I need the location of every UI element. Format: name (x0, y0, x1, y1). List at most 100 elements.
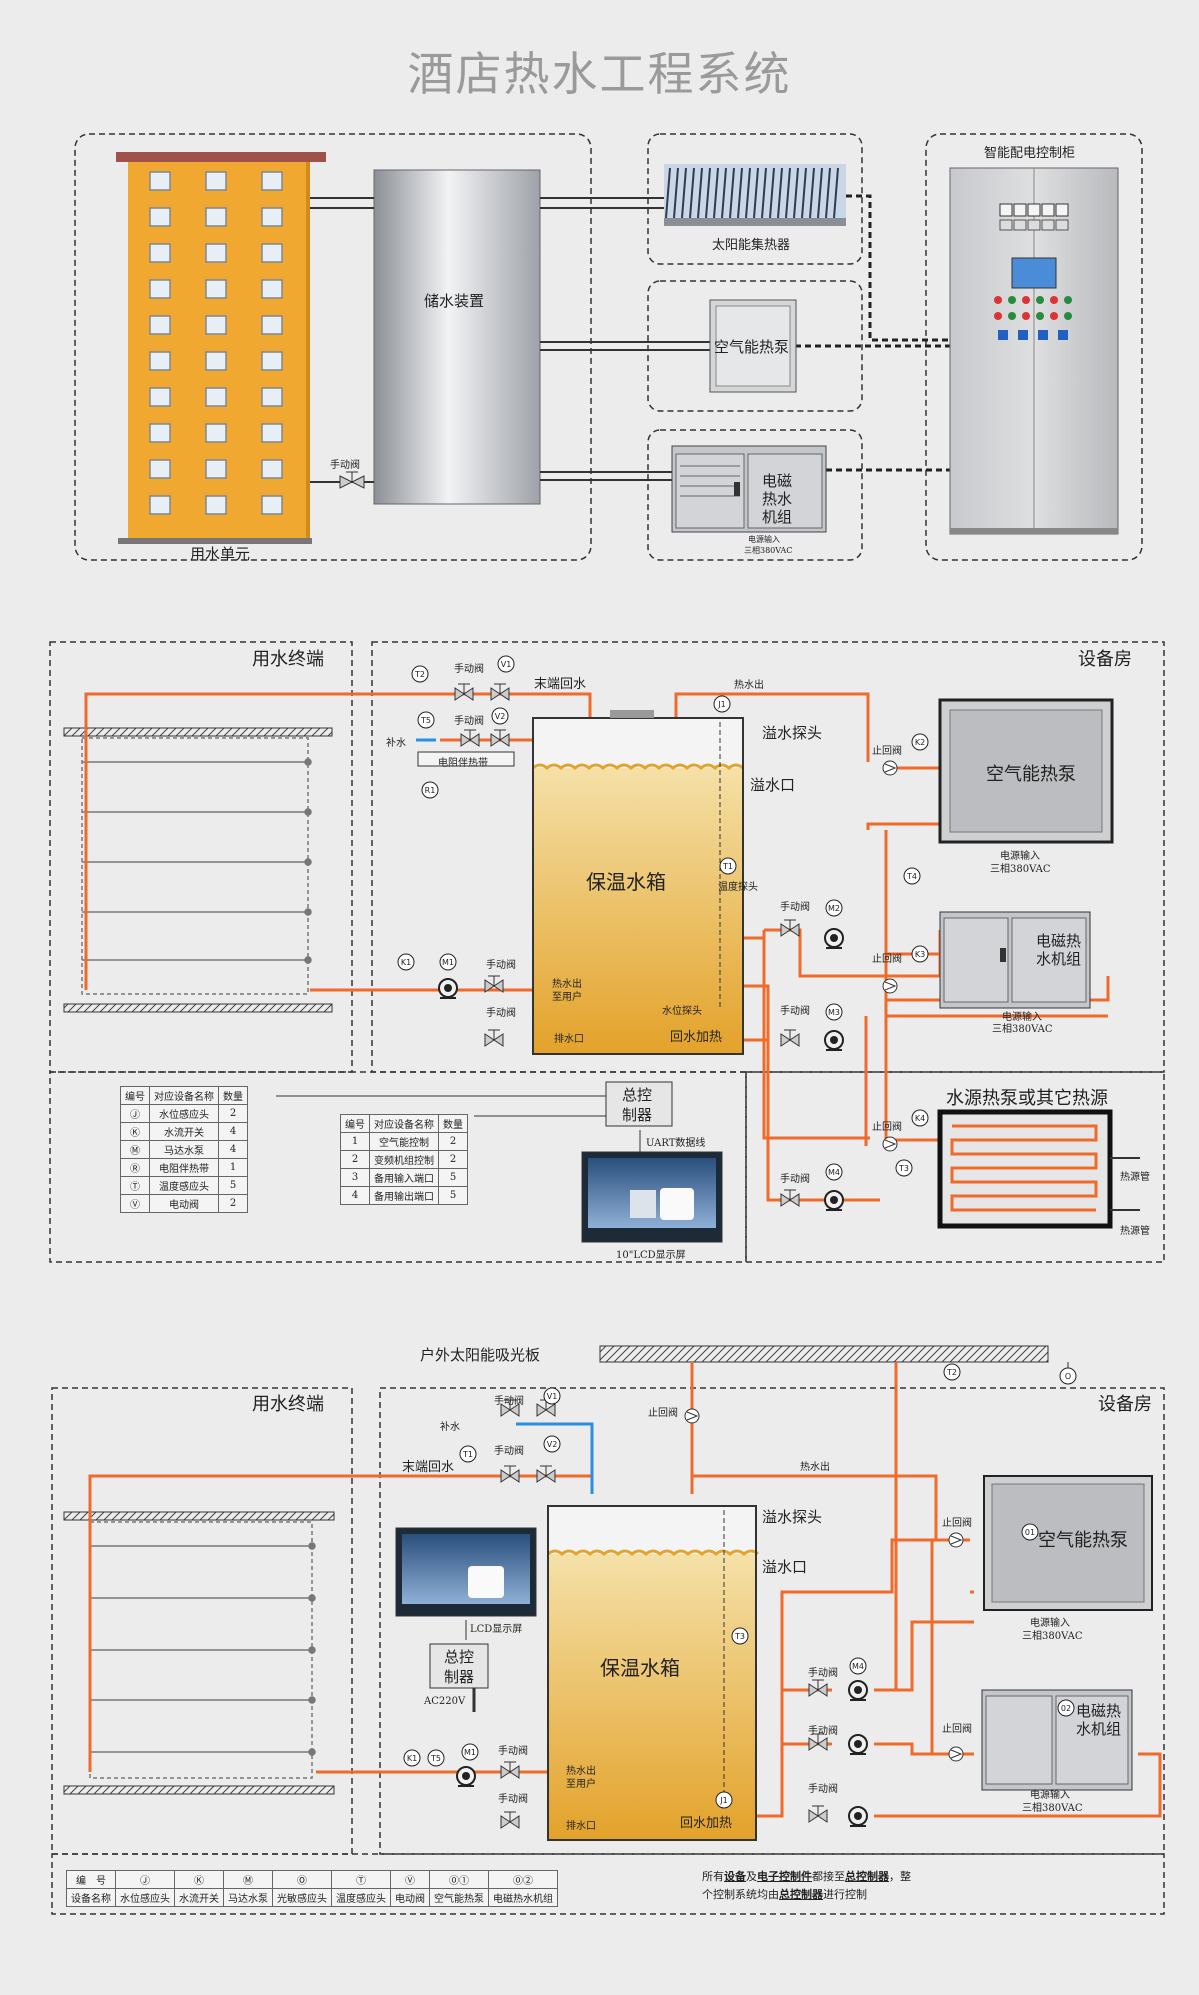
s3-em-unit-1: 电磁热 (1076, 1702, 1122, 1720)
s2-tag-r1-icon (421, 781, 439, 799)
s2-level-probe: 水位探头 (662, 1006, 702, 1017)
s2-tag-v1: V1 (501, 660, 512, 669)
s2-tag-t2-icon (411, 665, 429, 683)
section-3 (51, 1345, 1165, 1915)
s3-tank-label: 保温水箱 (600, 1656, 680, 1680)
s3-tag-m1: M1 (464, 1748, 476, 1757)
s2-makeup: 补水 (386, 738, 406, 749)
s2-tank (532, 710, 744, 1055)
s2-em-unit (939, 911, 1091, 1009)
s2-tag-t1: T1 (722, 862, 733, 871)
s3-tag-k1-icon (403, 1749, 421, 1767)
s2-power-3p-1: 三相380VAC (990, 864, 1051, 875)
s3-tag-t3-icon (731, 1627, 749, 1645)
s2-tag-m1-icon (439, 953, 457, 971)
s3-manual-valve-5: 手动阀 (808, 1668, 838, 1679)
s2-uart: UART数据线 (646, 1138, 706, 1149)
s3-power-in-1: 电源输入 (1030, 1618, 1070, 1629)
s3-lcd-label: LCD显示屏 (470, 1624, 523, 1635)
s1-em-box (647, 429, 863, 561)
building-label: 用水单元 (190, 545, 251, 563)
s3-manual-valve-1: 手动阀 (494, 1396, 524, 1407)
s3-tag-t2-icon (943, 1363, 961, 1381)
s3-tag-v2: V2 (547, 1440, 558, 1449)
s2-tag-t2: T2 (414, 670, 425, 679)
s3-manual-valve-6: 手动阀 (808, 1726, 838, 1737)
s2-tag-m3: M3 (828, 1008, 840, 1017)
s3-tank (547, 1505, 759, 1841)
s2-tag-m4-icon (825, 1163, 843, 1181)
s3-tag-t5-icon (427, 1749, 445, 1767)
s2-heat-band: 电阻伴热带 (438, 758, 488, 769)
s2-overflow-port: 溢水口 (750, 776, 796, 794)
s1-power-in: 电源输入 (748, 535, 780, 544)
s2-check-valve-1: 止回阀 (872, 746, 902, 757)
s2-heat-pipe-2: 热源管 (1120, 1226, 1150, 1237)
s2-tag-m2-icon (825, 899, 843, 917)
s3-terminal-rack (63, 1511, 335, 1795)
em-unit-label-s1: 电磁热水机组 (762, 472, 793, 526)
s3-em-unit-2: 水机组 (1076, 1720, 1122, 1738)
s3-tag-m4-icon (849, 1657, 867, 1675)
s3-hot-out: 热水出 (800, 1462, 830, 1473)
s1-signal-lines (795, 194, 950, 472)
s2-tag-m4: M4 (828, 1168, 840, 1177)
s3-overflow-port: 溢水口 (762, 1558, 808, 1576)
s1-power-3p: 三相380VAC (744, 546, 793, 555)
s2-tag-j1: J1 (717, 700, 725, 709)
s3-em-unit (981, 1689, 1133, 1791)
s2-water-source: 水源热泵或其它热源 (946, 1088, 1108, 1109)
s3-solar-panel: 户外太阳能吸光板 (420, 1346, 541, 1364)
s3-check-valve-1: 止回阀 (648, 1408, 678, 1419)
s3-makeup: 补水 (440, 1422, 460, 1433)
s3-tag-j1: J1 (719, 1796, 727, 1805)
s2-tag-k3-icon (911, 945, 929, 963)
s2-tag-k4-icon (911, 1109, 929, 1127)
s3-return-end: 末端回水 (402, 1460, 455, 1475)
s3-tag-v1: V1 (547, 1392, 558, 1401)
s2-tag-t4: T4 (906, 872, 917, 881)
s2-tag-k1-icon (397, 953, 415, 971)
s3-air-pump-label: 空气能热泵 (1038, 1530, 1128, 1551)
s2-drain: 排水口 (554, 1034, 584, 1045)
page-title: 酒店热水工程系统 (407, 47, 792, 101)
s2-tag-m1: M1 (442, 958, 454, 967)
s3-tag-v2-icon (543, 1435, 561, 1453)
s3-tag-v1-icon (543, 1387, 561, 1405)
s3-power-3p-2: 三相380VAC (1022, 1803, 1083, 1814)
s2-tank-label: 保温水箱 (586, 870, 666, 894)
s2-return-end: 末端回水 (534, 677, 587, 692)
em-unit-s1 (671, 445, 827, 533)
s2-equip-room-title: 设备房 (1078, 649, 1132, 670)
s2-controller-2: 制器 (622, 1106, 653, 1124)
s3-to-user-2: 至用户 (566, 1779, 596, 1790)
s3-controller-1: 总控 (444, 1648, 475, 1666)
s3-power-3p-1: 三相380VAC (1022, 1631, 1083, 1642)
s3-tag-j1-icon (715, 1791, 733, 1809)
air-pump-unit-s1 (709, 299, 797, 393)
s2-tag-m3-icon (825, 1003, 843, 1021)
solar-absorber-panel (599, 1345, 1049, 1363)
s3-tag-m1-icon (461, 1743, 479, 1761)
s3-manual-valve-3: 手动阀 (498, 1746, 528, 1757)
s2-tag-v2-icon (491, 707, 509, 725)
section-1 (74, 133, 1143, 561)
s2-controller (605, 1081, 673, 1127)
s2-manual-valve-2: 手动阀 (454, 716, 484, 727)
s2-manual-valve-4: 手动阀 (486, 1008, 516, 1019)
s3-tag-o1: 01 (1025, 1528, 1035, 1537)
solar-label: 太阳能集热器 (712, 238, 791, 253)
s3-manual-valve-4: 手动阀 (498, 1794, 528, 1805)
s2-heat-pipe-1: 热源管 (1120, 1172, 1150, 1183)
s2-check-valve-3: 止回阀 (872, 1122, 902, 1133)
s3-left-box-title: 用水终端 (252, 1394, 324, 1415)
s3-tag-m4: M4 (852, 1662, 864, 1671)
s3-manual-valve-2: 手动阀 (494, 1446, 524, 1457)
s3-overflow-probe: 溢水探头 (762, 1508, 823, 1526)
s2-hot-out: 热水出 (734, 680, 764, 691)
s3-check-valve-2: 止回阀 (942, 1518, 972, 1529)
s3-tag-t5: T5 (430, 1754, 441, 1763)
s3-note: 所有设备及电子控制件都接至总控制器，整 个控制系统均由总控制器进行控制 (702, 1870, 911, 1901)
